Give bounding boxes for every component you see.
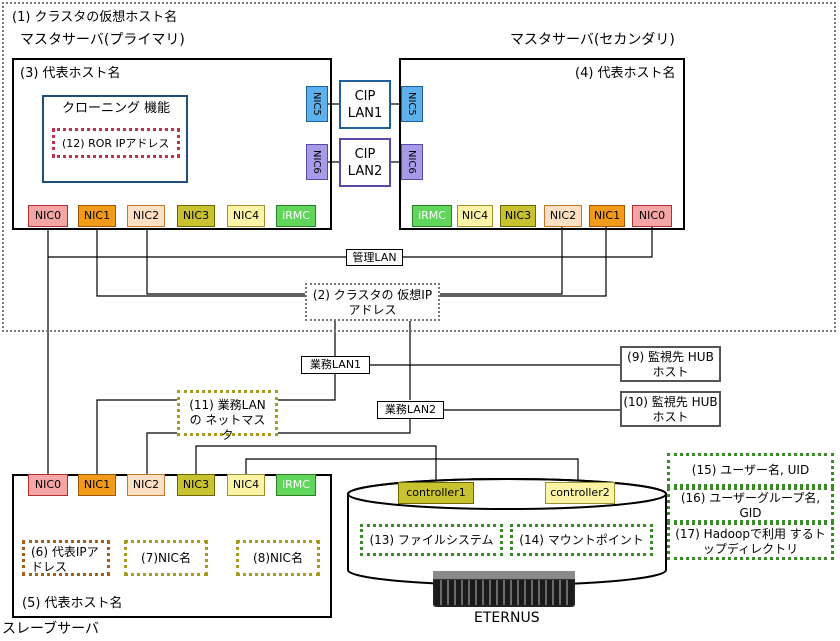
cip-lan2-label: CIP LAN2 <box>347 147 383 179</box>
slave-irmc: iRMC <box>276 474 316 496</box>
secondary-nic5: NIC5 <box>401 86 423 122</box>
slave-nic2: NIC2 <box>127 474 165 496</box>
cloning-title: クローニング 機能 <box>62 101 171 116</box>
slave-nic4: NIC4 <box>227 474 265 496</box>
primary-nic2: NIC2 <box>127 205 165 227</box>
nic-name8-label: (8)NIC名 <box>236 540 320 576</box>
primary-host-label: (3) 代表ホスト名 <box>20 66 121 81</box>
secondary-nic0: NIC0 <box>632 205 672 227</box>
primary-irmc: iRMC <box>276 205 316 227</box>
eternus-top-panel <box>433 571 575 580</box>
primary-nic1: NIC1 <box>78 205 116 227</box>
cloning-box <box>42 95 188 183</box>
biz-lan1-label: 業務LAN1 <box>301 356 370 374</box>
hadoop-dir-label: (17) Hadoopで利用 するトップディレクトリ <box>667 522 834 560</box>
primary-nic4: NIC4 <box>227 205 265 227</box>
cluster-vip-label: (2) クラスタの 仮想IPアドレス <box>305 283 440 321</box>
secondary-irmc: iRMC <box>412 205 452 227</box>
hub1-box: (9) 監視先 HUBホスト <box>620 346 721 382</box>
secondary-nic6: NIC6 <box>401 144 423 180</box>
slave-nic3: NIC3 <box>177 474 215 496</box>
slave-nic1: NIC1 <box>78 474 116 496</box>
primary-nic0: NIC0 <box>28 205 68 227</box>
ror-ip-box <box>52 128 180 158</box>
secondary-nic1: NIC1 <box>589 205 625 227</box>
secondary-title: マスタサーバ(セカンダリ) <box>510 32 675 48</box>
secondary-nic4: NIC4 <box>457 205 493 227</box>
ror-ip-label: (12) ROR IPアドレス <box>62 137 170 150</box>
group-label: (16) ユーザーグループ名, GID <box>667 487 834 523</box>
cip-lan1-box <box>339 80 391 129</box>
user-label: (15) ユーザー名, UID <box>667 453 834 487</box>
cip-lan1-label: CIP LAN1 <box>347 89 383 121</box>
biz-lan2-label: 業務LAN2 <box>377 401 444 419</box>
mountpoint-label: (14) マウントポイント <box>510 524 653 556</box>
cluster-label: (1) クラスタの仮想ホスト名 <box>12 10 178 25</box>
controller2-box: controller2 <box>545 482 615 504</box>
secondary-server <box>399 58 685 230</box>
rep-ip-label: (6) 代表IPアドレス <box>22 540 110 576</box>
cluster-boundary <box>2 2 836 332</box>
netmask-label: (11) 業務LANの ネットマスク <box>177 390 278 442</box>
primary-nic6: NIC6 <box>306 144 328 180</box>
mgmt-lan-label: 管理LAN <box>346 249 403 266</box>
slave-host-label: (5) 代表ホスト名 <box>22 596 123 611</box>
eternus-label: ETERNUS <box>474 610 540 626</box>
controller1-box: controller1 <box>398 482 474 504</box>
secondary-nic3: NIC3 <box>500 205 536 227</box>
primary-nic3: NIC3 <box>177 205 215 227</box>
primary-nic5: NIC5 <box>306 86 328 122</box>
nic-name7-label: (7)NIC名 <box>124 540 208 576</box>
secondary-nic2: NIC2 <box>544 205 582 227</box>
secondary-host-label: (4) 代表ホスト名 <box>575 66 676 81</box>
slave-nic0: NIC0 <box>28 474 68 496</box>
primary-title: マスタサーバ(プライマリ) <box>20 32 185 48</box>
slave-title: スレーブサーバ <box>2 621 100 637</box>
filesystem-label: (13) ファイルシステム <box>360 524 503 556</box>
hub2-box: (10) 監視先 HUBホスト <box>620 391 721 427</box>
cip-lan2-box <box>339 138 391 187</box>
